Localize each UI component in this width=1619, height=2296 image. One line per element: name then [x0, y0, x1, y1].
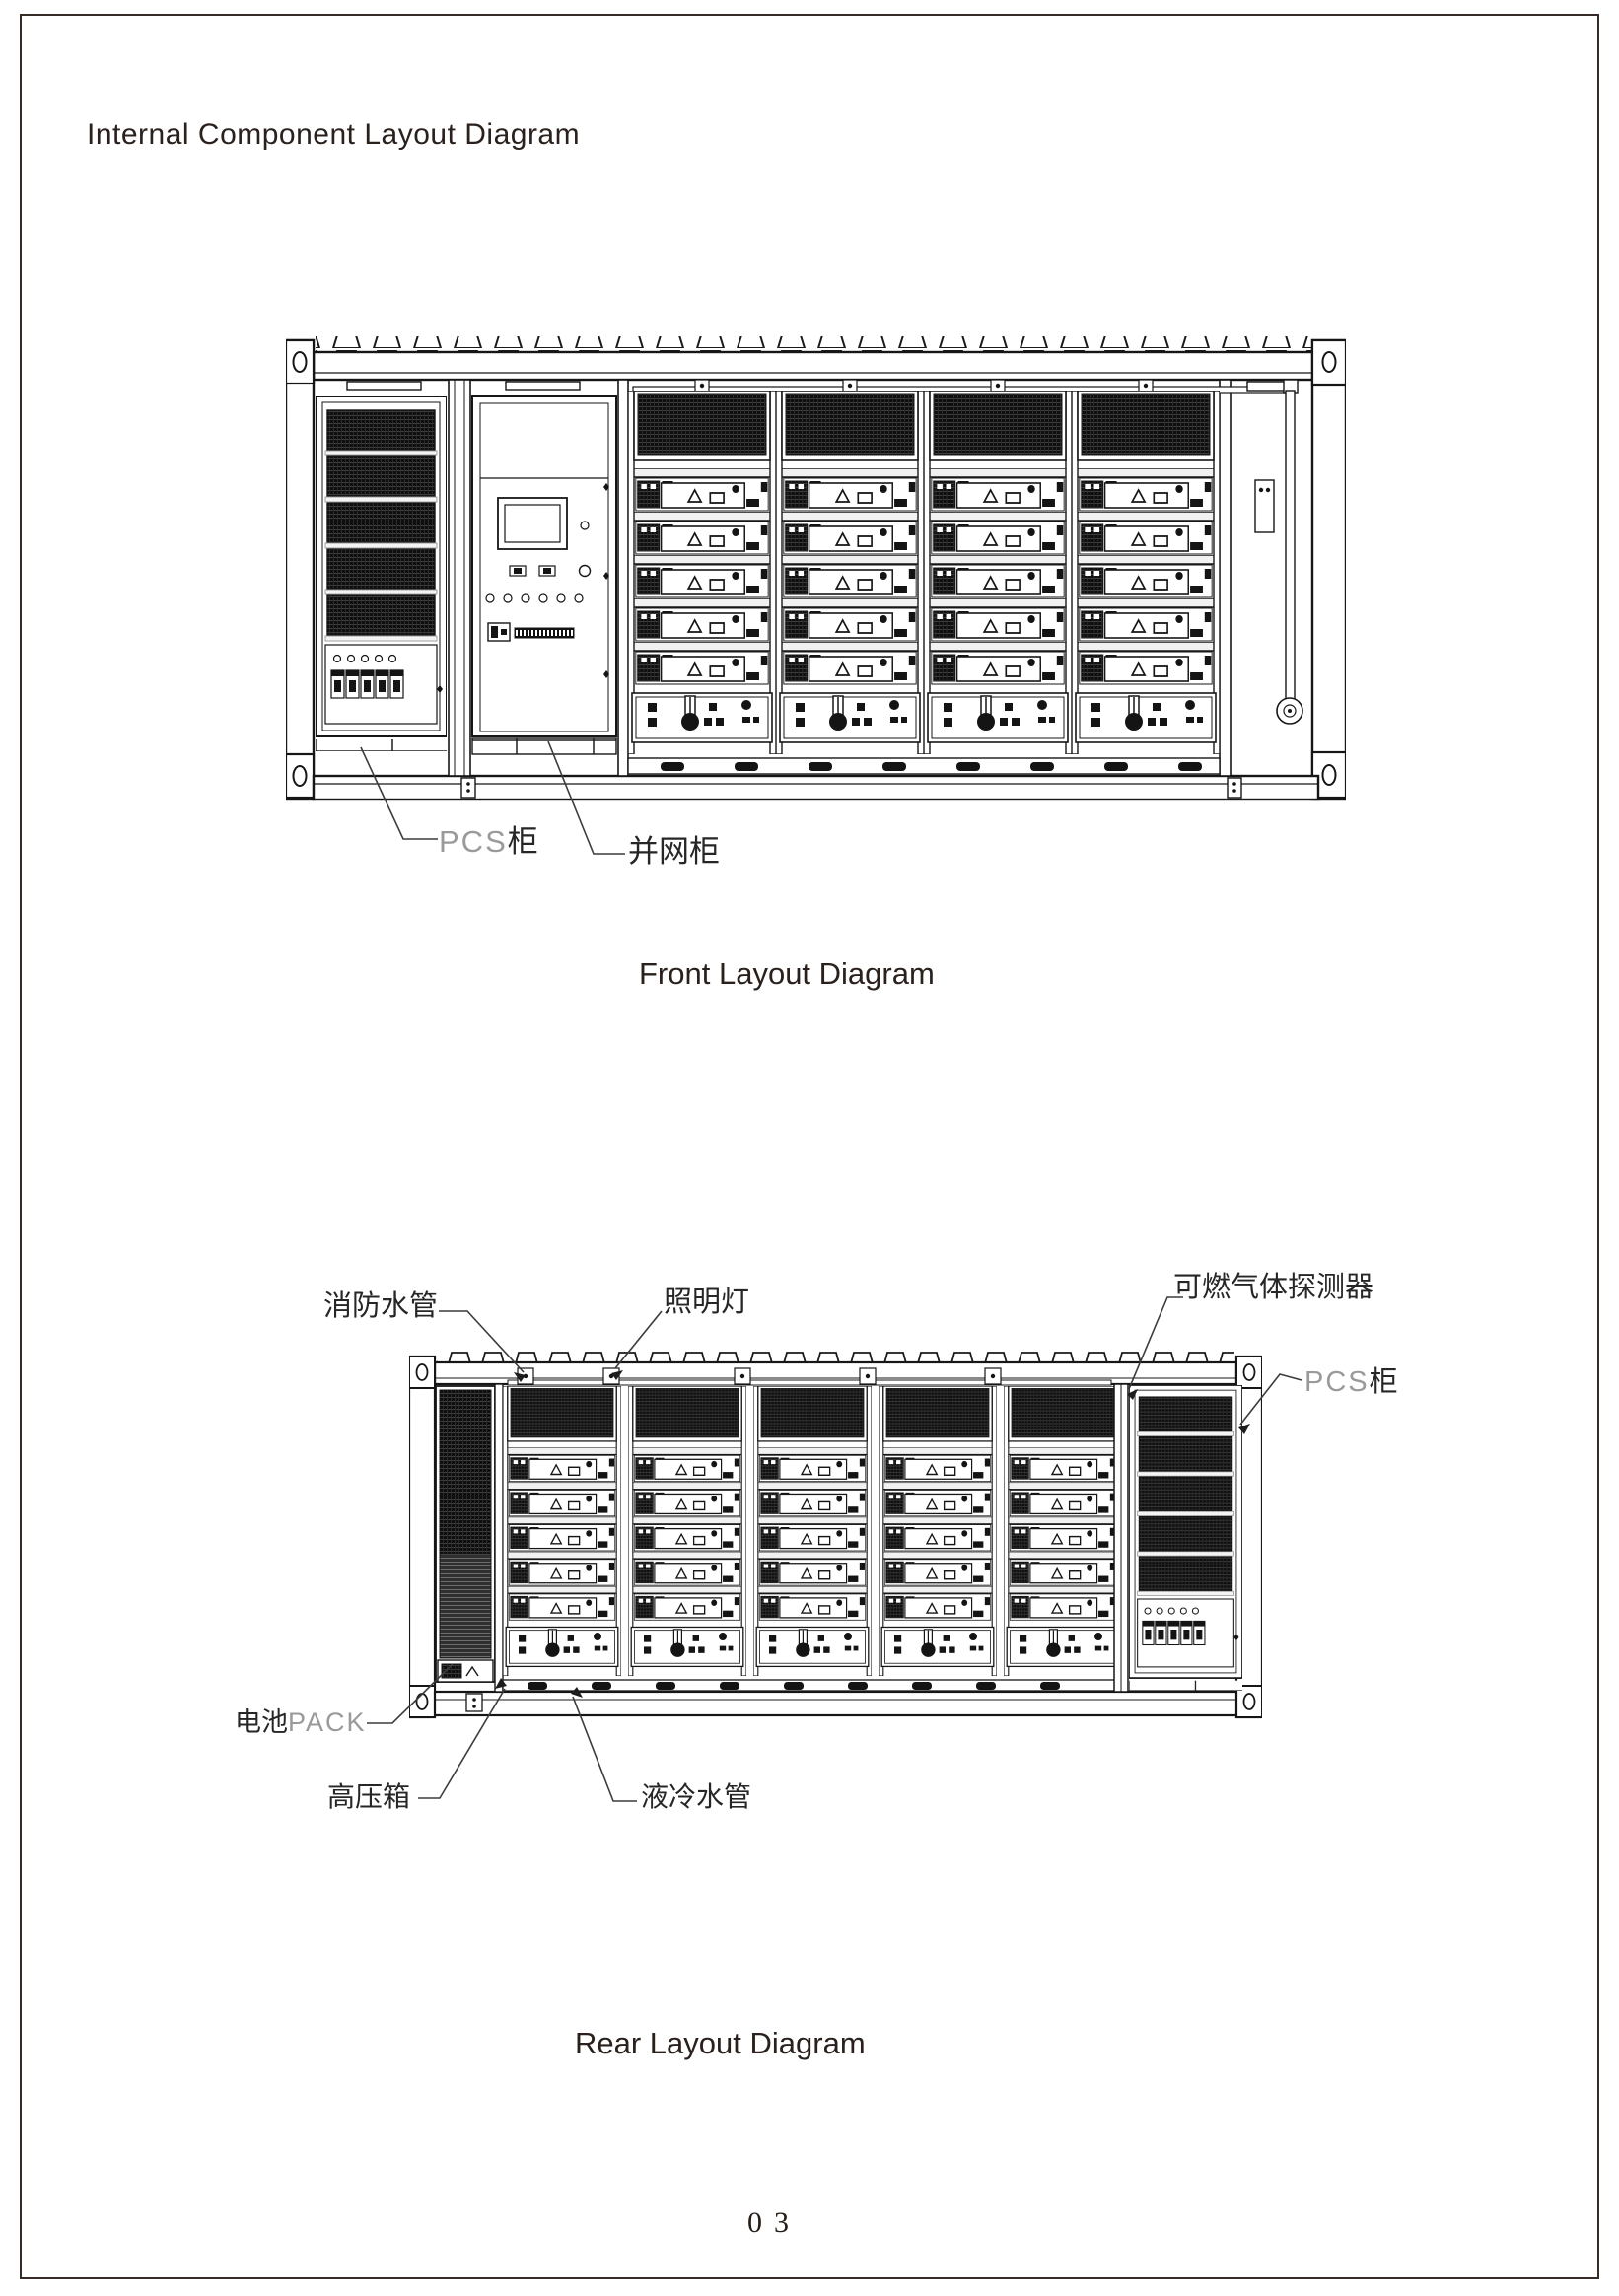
fire-suppression-pipe: [1246, 379, 1303, 725]
page-number: 03: [747, 2206, 801, 2239]
ceiling-lamps: [346, 379, 1285, 394]
battery-column: [924, 391, 1072, 754]
label-liquid-cooling-pipe: 液冷水管: [641, 1780, 752, 1813]
front-container-shell: [286, 336, 1346, 801]
rear-caption: Rear Layout Diagram: [575, 2026, 866, 2060]
grid-connection-cabinet: [471, 395, 617, 755]
label-rear-pcs-cjk: 柜: [1369, 1364, 1398, 1398]
label-front-pcs-cjk: 柜: [507, 824, 538, 860]
page-title: Internal Component Layout Diagram: [87, 118, 581, 151]
label-rear-pcs-cabinet: PCS柜: [1304, 1366, 1398, 1397]
label-front-pcs-cabinet: PCS柜: [439, 824, 538, 860]
roof-corrugation: [316, 336, 1316, 352]
front-pcs-cabinet: [316, 396, 447, 751]
label-lighting-lamp: 照明灯: [664, 1285, 750, 1318]
front-layout-drawing: [286, 336, 1346, 801]
label-fire-water-pipe: 消防水管: [323, 1288, 439, 1322]
rear-layout-drawing: [409, 1351, 1262, 1719]
battery-column: [503, 1386, 621, 1676]
battery-column: [628, 391, 776, 754]
terminal-strip: [514, 627, 575, 639]
wall-box: [1254, 479, 1275, 533]
rear-pcs-cabinet: [1129, 1385, 1242, 1691]
label-battery-pack: 电池PACK: [235, 1708, 367, 1737]
frame-posts: [1113, 1383, 1129, 1693]
liquid-cooling-pipe-run: [502, 1679, 1123, 1692]
frame-posts: [448, 379, 1232, 777]
label-high-voltage-box: 高压箱: [327, 1780, 411, 1813]
label-grid-cabinet: 并网柜: [628, 834, 720, 870]
label-battery-pack-latin: PACK: [288, 1707, 367, 1737]
bottom-duct: [627, 757, 1221, 775]
battery-column: [628, 1386, 746, 1676]
battery-pack-panel: [435, 1383, 504, 1693]
label-battery-pack-cjk: 电池: [235, 1707, 288, 1738]
battery-column: [776, 391, 924, 754]
label-rear-pcs-latin: PCS: [1304, 1366, 1370, 1398]
battery-column: [879, 1386, 997, 1676]
battery-column: [1072, 391, 1220, 754]
label-gas-detector: 可燃气体探测器: [1173, 1270, 1374, 1303]
front-caption: Front Layout Diagram: [639, 956, 935, 991]
label-front-pcs-latin: PCS: [439, 824, 508, 859]
battery-column: [753, 1386, 872, 1676]
battery-column: [1004, 1386, 1122, 1676]
hmi-screen: [497, 497, 568, 550]
page-border: [20, 14, 1599, 2279]
